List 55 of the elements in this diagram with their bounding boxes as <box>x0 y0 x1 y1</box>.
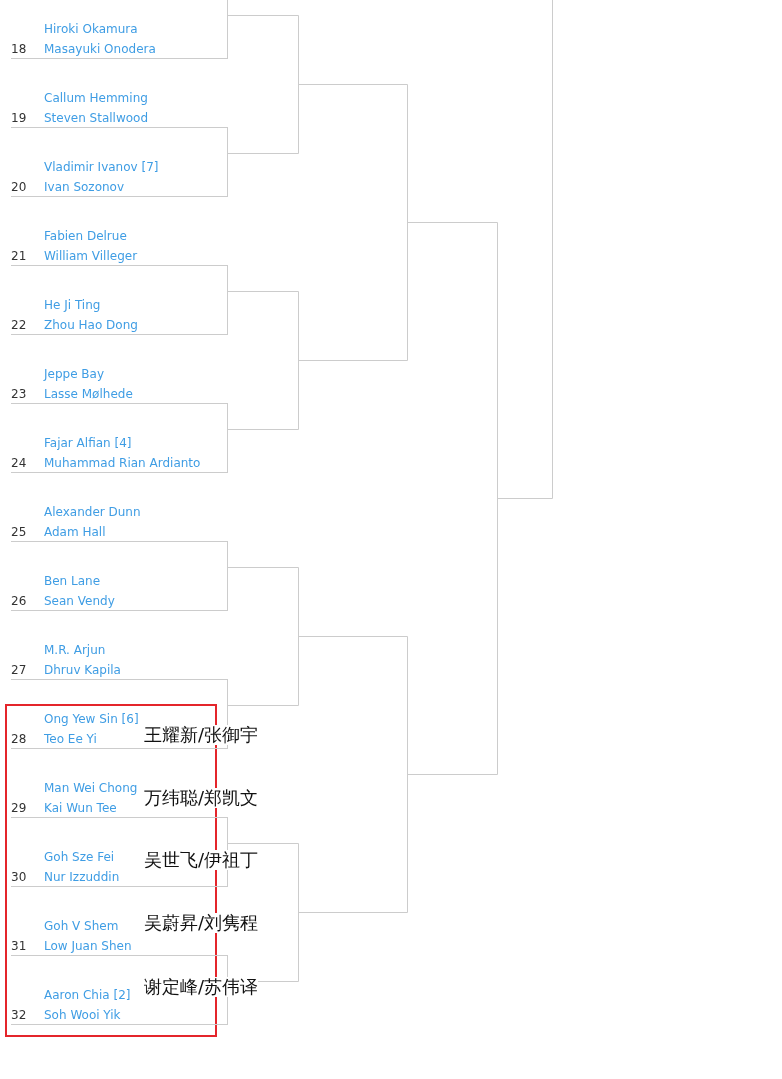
player-name: Sean Vendy <box>44 593 115 609</box>
player-name: Ben Lane <box>44 573 101 589</box>
draw-number: 18 <box>11 41 27 57</box>
chinese-names: 谢定峰/苏伟译 <box>144 977 259 997</box>
bracket-connector <box>227 403 228 473</box>
player-name: Muhammad Rian Ardianto <box>44 455 201 471</box>
player-name: Aaron Chia [2] <box>44 987 131 1003</box>
bracket-connector <box>227 265 228 335</box>
bracket-connector <box>227 127 228 197</box>
bracket-connector <box>227 541 228 611</box>
player-name: Vladimir Ivanov [7] <box>44 159 159 175</box>
player-name: M.R. Arjun <box>44 642 106 658</box>
draw-number: 26 <box>11 593 27 609</box>
draw-number: 27 <box>11 662 27 678</box>
draw-number: 32 <box>11 1007 27 1023</box>
player-name: Alexander Dunn <box>44 504 141 520</box>
player-name: Nur Izzuddin <box>44 869 120 885</box>
player-name: Goh V Shem <box>44 918 119 934</box>
draw-number: 21 <box>11 248 27 264</box>
draw-number: 24 <box>11 455 27 471</box>
player-name: Lasse Mølhede <box>44 386 133 402</box>
bracket-connector <box>227 0 228 59</box>
player-name: Zhou Hao Dong <box>44 317 138 333</box>
player-name: Low Juan Shen <box>44 938 132 954</box>
player-name: Goh Sze Fei <box>44 849 115 865</box>
draw-number: 29 <box>11 800 27 816</box>
chinese-names: 王耀新/张御宇 <box>144 725 259 745</box>
draw-number: 30 <box>11 869 27 885</box>
draw-number: 23 <box>11 386 27 402</box>
player-name: Steven Stallwood <box>44 110 149 126</box>
draw-number: 31 <box>11 938 27 954</box>
player-name: Fabien Delrue <box>44 228 127 244</box>
player-name: Callum Hemming <box>44 90 148 106</box>
player-name: William Villeger <box>44 248 138 264</box>
player-name: Teo Ee Yi <box>44 731 97 747</box>
player-name: Dhruv Kapila <box>44 662 121 678</box>
player-name: Adam Hall <box>44 524 106 540</box>
player-name: Fajar Alfian [4] <box>44 435 132 451</box>
chinese-names: 吴世飞/伊祖丁 <box>144 850 259 870</box>
player-name: Masayuki Onodera <box>44 41 156 57</box>
player-name: Ong Yew Sin [6] <box>44 711 139 727</box>
chinese-names: 吴蔚昇/刘隽程 <box>144 913 259 933</box>
player-name: Kai Wun Tee <box>44 800 117 816</box>
draw-number: 20 <box>11 179 27 195</box>
player-name: Jeppe Bay <box>44 366 105 382</box>
draw-number: 19 <box>11 110 27 126</box>
draw-number: 22 <box>11 317 27 333</box>
player-name: Man Wei Chong <box>44 780 138 796</box>
player-name: Soh Wooi Yik <box>44 1007 121 1023</box>
chinese-names: 万纬聪/郑凯文 <box>144 788 259 808</box>
player-name: He Ji Ting <box>44 297 101 313</box>
player-name: Hiroki Okamura <box>44 21 138 37</box>
draw-number: 28 <box>11 731 27 747</box>
player-name: Ivan Sozonov <box>44 179 125 195</box>
draw-number: 25 <box>11 524 27 540</box>
